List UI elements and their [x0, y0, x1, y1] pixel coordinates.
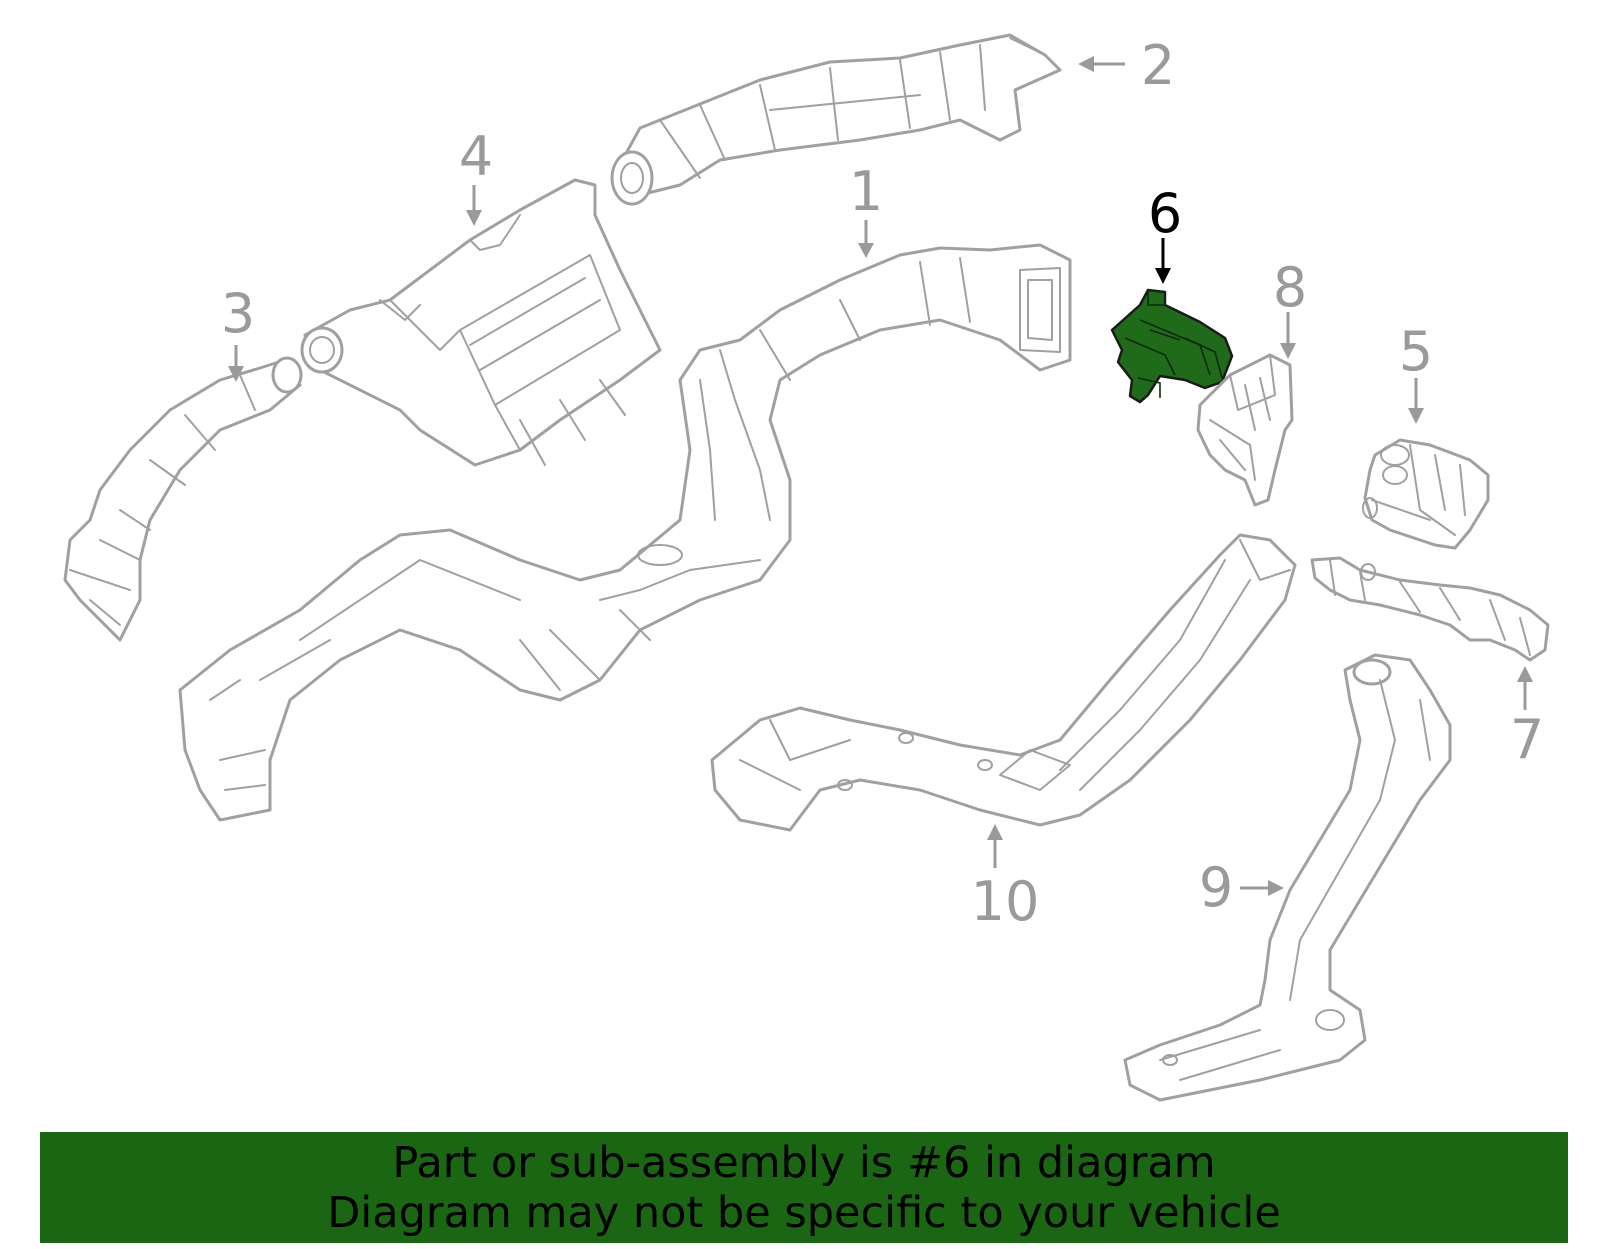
banner-line-1: Part or sub-assembly is #6 in diagram	[392, 1137, 1216, 1188]
callout-7: 7	[1510, 666, 1544, 771]
callout-8-number: 8	[1273, 256, 1307, 319]
callout-7-number: 7	[1510, 708, 1544, 771]
callout-5-number: 5	[1399, 320, 1433, 383]
part-5-vent[interactable]	[1362, 438, 1490, 550]
callout-9: 9	[1199, 856, 1284, 919]
part-1-duct[interactable]	[178, 243, 1072, 822]
banner-line-2: Diagram may not be specific to your vehi…	[327, 1187, 1281, 1238]
part-9-duct[interactable]	[1123, 653, 1452, 1102]
callout-9-number: 9	[1199, 856, 1233, 919]
callout-2-number: 2	[1141, 34, 1175, 97]
callout-10: 10	[971, 824, 1040, 933]
part-6-bracket[interactable]	[1110, 288, 1234, 404]
part-3-duct[interactable]	[63, 356, 303, 642]
part-10-duct[interactable]	[710, 533, 1297, 832]
part-4-duct[interactable]	[300, 178, 662, 467]
part-7-duct[interactable]	[1310, 556, 1550, 662]
callout-4: 4	[459, 125, 493, 226]
callout-4-number: 4	[459, 125, 493, 188]
callout-3-number: 3	[221, 282, 255, 345]
callout-6-number: 6	[1148, 182, 1182, 245]
callout-8: 8	[1273, 256, 1307, 359]
callout-6: 6	[1148, 182, 1182, 284]
callout-2: 2	[1078, 34, 1175, 97]
callout-5: 5	[1399, 320, 1433, 424]
callout-1: 1	[849, 160, 883, 258]
part-2-duct[interactable]	[610, 33, 1062, 206]
part-6-body[interactable]	[1110, 288, 1234, 404]
info-banner: Part or sub-assembly is #6 in diagram Di…	[40, 1132, 1568, 1243]
callout-10-number: 10	[971, 870, 1040, 933]
callout-3: 3	[221, 282, 255, 382]
part-8-vent[interactable]	[1196, 353, 1294, 507]
callout-1-number: 1	[849, 160, 883, 223]
